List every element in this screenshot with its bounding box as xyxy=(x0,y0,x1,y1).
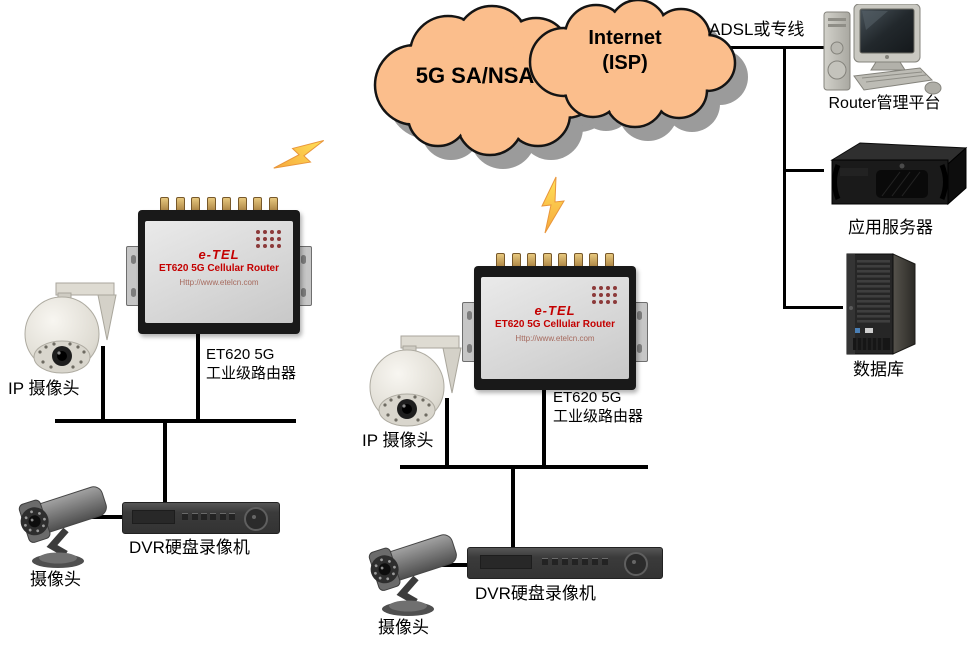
pc-monitor-icon xyxy=(853,4,921,71)
app-server-icon xyxy=(830,142,968,206)
database-server-icon xyxy=(846,253,916,355)
link-cloud-to-pc xyxy=(728,46,828,49)
router-2-label-line1: ET620 5G xyxy=(553,389,622,406)
cellular-router-1-icon: e-TEL ET620 5G Cellular Router Http://ww… xyxy=(126,194,312,334)
app-server-label: 应用服务器 xyxy=(848,218,933,237)
router-faceplate: e-TEL ET620 5G Cellular Router Http://ww… xyxy=(145,221,293,323)
dvr-display xyxy=(132,510,175,524)
dvr-display xyxy=(479,555,533,569)
analog-camera-1-icon xyxy=(18,486,107,568)
analog-camera-1-label: 摄像头 xyxy=(30,570,81,589)
link-to-database xyxy=(783,306,843,309)
router-2-label-line2: 工业级路由器 xyxy=(553,408,644,425)
dvr-1-label: DVR硬盘录像机 xyxy=(129,538,250,557)
router-chassis: e-TEL ET620 5G Cellular Router Http://ww… xyxy=(474,266,636,390)
mount-flange-icon xyxy=(296,246,312,306)
router-model-text: ET620 5G Cellular Router xyxy=(158,263,280,274)
bus-site1 xyxy=(55,419,296,423)
link-dvr1-up xyxy=(163,423,167,505)
dvr-2-icon xyxy=(467,547,663,579)
link-right-trunk xyxy=(783,46,786,309)
dvr-jog-dial-icon xyxy=(624,552,649,576)
analog-camera-2-icon xyxy=(368,534,457,616)
dvr-1-icon xyxy=(122,502,280,534)
pc-tower-icon xyxy=(823,11,851,91)
dvr-2-label: DVR硬盘录像机 xyxy=(475,584,596,603)
router-brand-logo: e-TEL xyxy=(198,247,240,262)
pc-mouse-icon xyxy=(924,81,942,95)
router-1-label: ET620 5G 工业级路由器 xyxy=(206,345,296,383)
ip-camera-2-label: IP 摄像头 xyxy=(362,431,434,450)
cloud-internet xyxy=(528,0,737,129)
cloud-internet-label: Internet (ISP) xyxy=(565,26,685,76)
analog-camera-2-label: 摄像头 xyxy=(378,618,429,637)
router-chassis: e-TEL ET620 5G Cellular Router Http://ww… xyxy=(138,210,300,334)
router-url-text: Http://www.etelcn.com xyxy=(515,334,595,343)
link-to-app-server xyxy=(783,169,824,172)
cloud-5g-label: 5G SA/NSA xyxy=(415,63,535,88)
management-pc-label: Router管理平台 xyxy=(828,95,941,112)
led-grid-icon xyxy=(256,230,284,251)
lightning-icon-2 xyxy=(541,176,565,234)
pc-keyboard-icon xyxy=(853,67,934,91)
router-brand-logo: e-TEL xyxy=(534,303,576,318)
lightning-icon-1 xyxy=(273,140,325,169)
router-faceplate: e-TEL ET620 5G Cellular Router Http://ww… xyxy=(481,277,629,379)
cloud-internet-label-line1: Internet xyxy=(588,27,662,49)
cloud-internet-label-line2: (ISP) xyxy=(602,52,648,74)
wan-link-label: ADSL或专线 xyxy=(709,20,805,39)
router-model-text: ET620 5G Cellular Router xyxy=(494,319,616,330)
link-ipcam2-down xyxy=(445,398,449,465)
database-label: 数据库 xyxy=(853,360,904,379)
ip-camera-2-icon xyxy=(369,335,462,427)
router-1-label-line1: ET620 5G xyxy=(206,346,275,363)
bus-site2 xyxy=(400,465,648,469)
ip-camera-1-label: IP 摄像头 xyxy=(8,379,80,398)
link-router2-down xyxy=(542,390,546,467)
link-router1-down xyxy=(196,334,200,421)
cellular-router-2-icon: e-TEL ET620 5G Cellular Router Http://ww… xyxy=(462,250,648,390)
led-grid-icon xyxy=(592,286,620,307)
link-dvr2-up xyxy=(511,469,515,550)
antenna-row-icon xyxy=(488,250,622,270)
dvr-jog-dial-icon xyxy=(244,507,269,531)
dvr-buttons xyxy=(182,513,236,520)
ip-camera-1-icon xyxy=(24,282,117,374)
dvr-buttons xyxy=(541,558,608,565)
router-1-label-line2: 工业级路由器 xyxy=(206,365,297,382)
link-ipcam1-down xyxy=(101,346,105,421)
router-2-label: ET620 5G 工业级路由器 xyxy=(553,388,643,426)
antenna-row-icon xyxy=(152,194,286,214)
management-pc-icon xyxy=(823,4,942,95)
router-url-text: Http://www.etelcn.com xyxy=(179,278,259,287)
